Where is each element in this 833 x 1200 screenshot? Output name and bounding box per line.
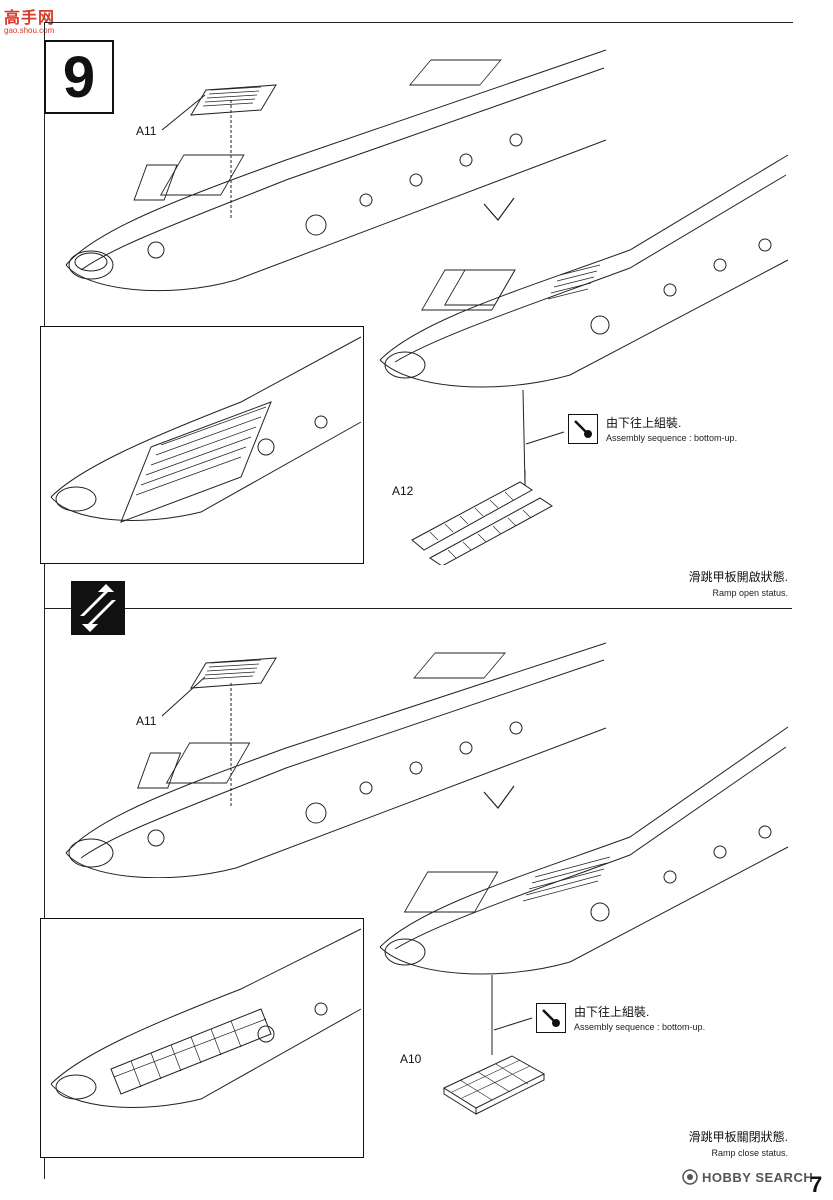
lower-status-zh: 滑跳甲板關閉狀態. — [688, 1130, 788, 1144]
lower-status: 滑跳甲板關閉狀態. Ramp close status. — [640, 1128, 788, 1158]
upper-inset-panel — [40, 326, 364, 564]
upper-status: 滑跳甲板開啟狀態. Ramp open status. — [640, 568, 788, 598]
upper-check-mark — [483, 197, 515, 221]
upper-status-zh: 滑跳甲板開啟狀態. — [688, 570, 788, 584]
lower-part-label-a11: A11 — [136, 714, 157, 728]
page-number: 7 — [810, 1172, 823, 1197]
alternative-option-icon — [71, 581, 125, 635]
upper-inset-hull-drawing — [50, 336, 362, 523]
upper-a12-ramp-part — [411, 470, 553, 565]
upper-glue-icon — [568, 414, 598, 444]
upper-note-zh: 由下往上組裝. — [606, 416, 682, 430]
lower-assembly-note: 由下往上組裝. Assembly sequence : bottom-up. — [536, 1003, 705, 1033]
watermark-title: 高手网 — [4, 10, 56, 27]
lower-glue-icon — [536, 1003, 566, 1033]
upper-a11-leader — [161, 94, 206, 131]
lower-a10-assembly-line — [491, 975, 493, 1055]
section-divider — [44, 608, 792, 609]
lower-check-mark — [483, 785, 515, 809]
lower-a10-ramp-part — [442, 1055, 546, 1115]
page-frame — [44, 22, 793, 1179]
lower-status-en: Ramp close status. — [711, 1148, 788, 1158]
site-watermark: 高手网 gao.shou.com — [4, 4, 74, 36]
hobby-search-icon — [682, 1169, 698, 1185]
lower-note-zh: 由下往上組裝. — [574, 1005, 650, 1019]
upper-hull-drawing — [65, 49, 607, 292]
lower-note-leader — [493, 1017, 533, 1031]
upper-note-leader — [525, 431, 565, 445]
lower-note-en: Assembly sequence : bottom-up. — [574, 1022, 706, 1032]
upper-assembly-note: 由下往上組裝. Assembly sequence : bottom-up. — [568, 414, 737, 444]
lower-inset-panel — [40, 918, 364, 1158]
hobby-search-text: HOBBY SEARCH — [702, 1169, 814, 1185]
lower-a11-leader — [161, 676, 206, 717]
hobby-search-logo: HOBBY SEARCH — [682, 1169, 813, 1185]
upper-a12-assembly-line — [522, 390, 526, 486]
upper-status-en: Ramp open status. — [712, 588, 788, 598]
upper-note-en: Assembly sequence : bottom-up. — [606, 433, 738, 443]
watermark-url: gao.shou.com — [4, 26, 55, 35]
upper-part-label-a12: A12 — [392, 484, 414, 498]
upper-part-label-a11: A11 — [136, 124, 157, 138]
lower-inset-hull-drawing — [50, 928, 362, 1108]
lower-part-label-a10: A10 — [400, 1052, 422, 1066]
lower-right-hull-drawing — [379, 726, 789, 975]
step-number: 9 — [62, 44, 96, 110]
upper-right-hull-drawing — [379, 154, 789, 388]
step-number-box: 9 — [44, 40, 114, 114]
lower-hull-drawing — [65, 642, 607, 878]
